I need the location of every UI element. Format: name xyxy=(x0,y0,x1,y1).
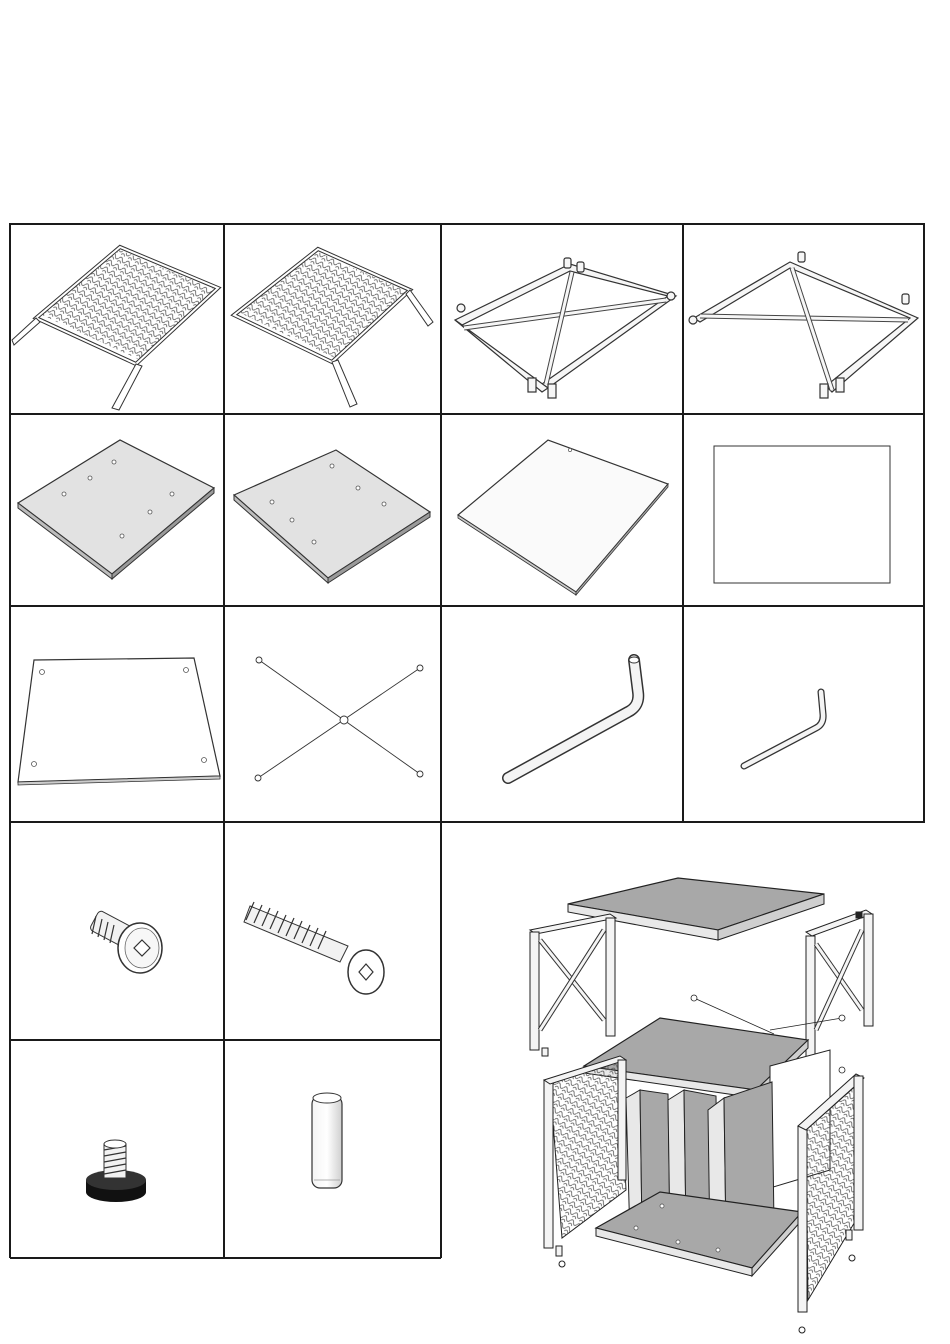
drilled-board-icon xyxy=(18,440,214,579)
back-panel-icon xyxy=(714,446,890,583)
exploded-assembly-icon xyxy=(530,878,873,1333)
mesh-side-panel-icon xyxy=(12,247,218,410)
allen-key-icon xyxy=(508,657,639,778)
leveling-foot-icon xyxy=(86,1140,146,1202)
cross-brace-frame-icon xyxy=(455,258,676,398)
bolt-icon xyxy=(89,910,162,973)
cross-cable-icon xyxy=(255,657,423,781)
cross-brace-frame-icon xyxy=(689,252,918,398)
mesh-side-panel-icon xyxy=(234,249,433,407)
dowel-icon xyxy=(312,1093,342,1188)
thin-board-icon xyxy=(458,440,668,595)
divider-board-icon xyxy=(18,658,220,785)
drilled-board-icon xyxy=(234,450,430,583)
allen-key-icon xyxy=(744,692,823,766)
long-bolt-icon xyxy=(244,902,384,994)
